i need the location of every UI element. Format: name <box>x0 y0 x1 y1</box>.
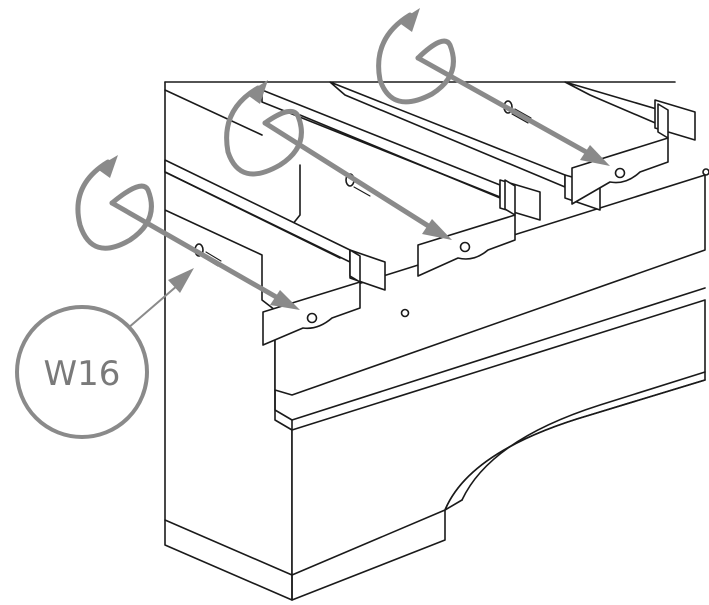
rotate-arrowhead-1 <box>96 155 118 178</box>
arch-step <box>444 499 463 511</box>
bracket-1-flange <box>349 249 361 283</box>
inner-divider <box>291 164 301 226</box>
bracket-1-hole <box>306 312 318 324</box>
slat-4-top <box>564 81 661 126</box>
bracket-3-hole <box>614 167 626 179</box>
bracket-1 <box>262 249 361 346</box>
bracket-2-plate <box>417 214 516 277</box>
callout-arrowhead <box>168 268 194 293</box>
front-bottom-edge <box>291 509 446 601</box>
insert-arrow-icon <box>262 120 433 230</box>
bracket-2-flange <box>504 179 516 216</box>
plinth-line <box>164 519 293 576</box>
rail-hole <box>400 308 410 318</box>
rotate-arrowhead-2 <box>246 80 268 104</box>
insert-arrow-icon <box>109 200 281 301</box>
rotate-clockwise-icon <box>75 159 154 251</box>
arch-inner <box>461 371 706 501</box>
bracket-3 <box>571 103 669 205</box>
rotate-clockwise-icon <box>376 12 456 105</box>
bracket-2-hole <box>459 241 471 253</box>
callout-circle <box>15 305 149 439</box>
front-rail <box>274 174 706 396</box>
insert-arrow-icon <box>415 55 591 156</box>
rail-hole-right <box>702 168 709 176</box>
front-rail-ledge <box>274 287 706 421</box>
cabinet-body <box>164 81 709 601</box>
screw-3-shaft <box>511 108 532 124</box>
slat-1-edge <box>164 171 341 259</box>
arrowhead-1 <box>270 290 300 310</box>
slat-4 <box>564 81 696 141</box>
callout-label: W16 <box>44 354 121 394</box>
insert-arrows <box>109 55 610 310</box>
rotate-symbols <box>75 8 456 251</box>
back-inner-edge <box>164 89 263 136</box>
callout: W16 <box>15 268 194 439</box>
bracket-2 <box>417 179 516 277</box>
rotate-clockwise-icon <box>224 85 304 177</box>
slat-2-edge <box>299 114 506 201</box>
arch-outer <box>444 379 706 511</box>
bracket-3-plate <box>571 137 669 205</box>
arrowhead-3 <box>580 145 610 166</box>
rotate-arrowhead-3 <box>398 8 420 32</box>
arrowhead-2 <box>422 219 452 240</box>
bracket-3-flange <box>657 103 669 139</box>
